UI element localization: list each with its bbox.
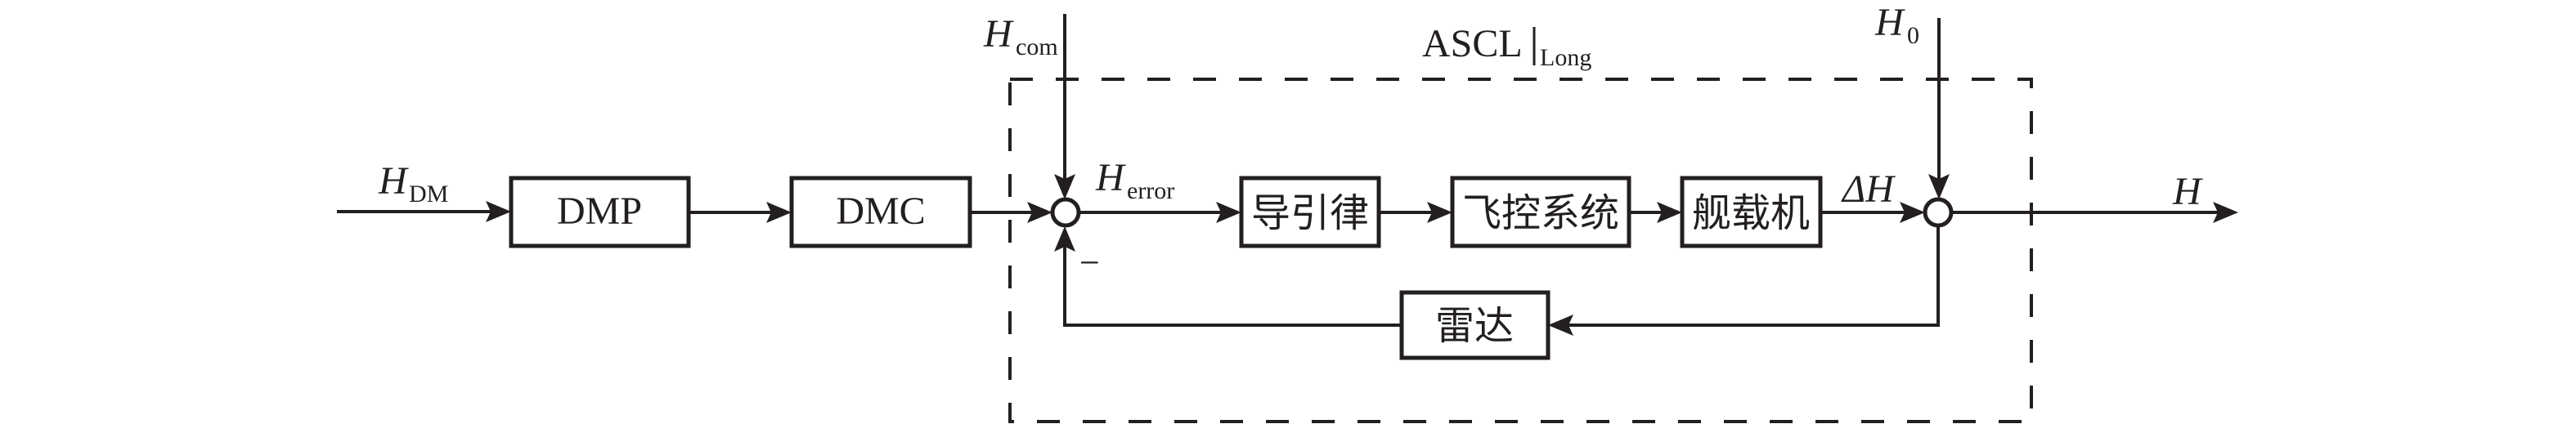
ascl-group-boundary <box>1008 78 2033 423</box>
disturbance-signal-subscript: 0 <box>1907 22 1919 49</box>
error-signal-subscript: error <box>1127 177 1174 204</box>
feedback-line-right <box>1567 225 1940 327</box>
block-dmp-label: DMP <box>557 190 642 233</box>
arrowhead-icon <box>1900 202 1925 223</box>
block-radar-label: 雷达 <box>1435 303 1514 349</box>
error-signal-label: H <box>1095 156 1126 199</box>
block-dmc[interactable]: DMC <box>789 176 972 248</box>
feedback-sign-label: − <box>1079 243 1100 283</box>
summing-junction-1 <box>1050 197 1081 228</box>
arrowhead-icon <box>1657 202 1682 223</box>
block-flight-control-label: 飞控系统 <box>1462 190 1619 236</box>
ascl-label: ASCL <box>1422 22 1523 65</box>
arrowhead-icon <box>1216 202 1241 223</box>
arrowhead-icon <box>486 201 511 222</box>
summing-junction-2 <box>1923 197 1954 228</box>
arrowhead-icon <box>1027 202 1052 223</box>
arrowhead-icon <box>1054 226 1075 252</box>
block-carrier-aircraft[interactable]: 舰载机 <box>1680 176 1823 248</box>
arrowhead-icon <box>766 202 792 223</box>
input-signal-label: H <box>378 159 409 203</box>
arrowhead-icon <box>1928 174 1950 199</box>
arrowhead-icon <box>1054 174 1075 199</box>
ascl-label-subscript: Long <box>1540 44 1591 71</box>
input-signal-subscript: DM <box>409 181 448 208</box>
command-signal-subscript: com <box>1016 33 1058 60</box>
feedback-line-left <box>1063 245 1402 327</box>
block-dmp[interactable]: DMP <box>509 176 691 248</box>
block-carrier-aircraft-label: 舰载机 <box>1692 190 1810 236</box>
arrowhead-icon <box>1548 315 1573 336</box>
disturbance-signal-label: H <box>1874 1 1905 44</box>
arrowhead-icon <box>2213 202 2238 223</box>
command-signal-label: H <box>983 12 1014 56</box>
block-dmc-label: DMC <box>836 190 925 233</box>
output-signal-label: H <box>2172 170 2203 213</box>
block-guidance-law-label: 导引律 <box>1251 190 1369 236</box>
block-radar[interactable]: 雷达 <box>1399 290 1551 360</box>
arrowhead-icon <box>1427 202 1452 223</box>
block-guidance-law[interactable]: 导引律 <box>1239 176 1381 248</box>
delta-signal-label: ΔH <box>1841 167 1896 211</box>
block-flight-control[interactable]: 飞控系统 <box>1450 176 1631 248</box>
